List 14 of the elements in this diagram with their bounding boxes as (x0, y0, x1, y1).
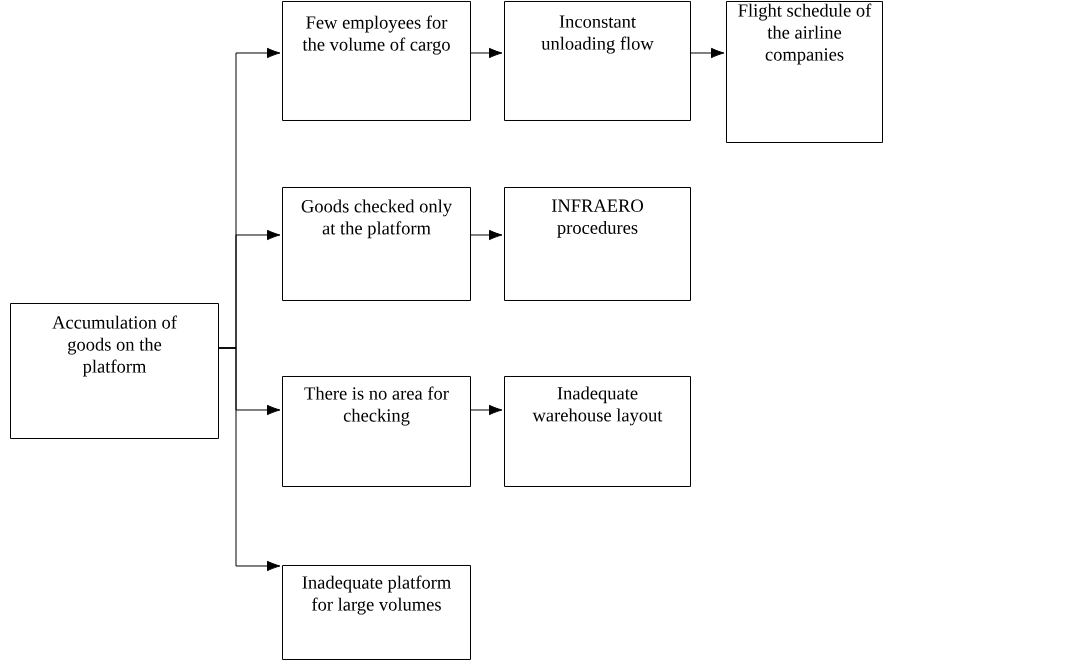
cause-box: Few employees for the volume of cargo (282, 1, 471, 121)
cause-box: There is no area for checking (282, 376, 471, 487)
cause-box: Inadequate warehouse layout (504, 376, 691, 487)
cause-box: Flight schedule of the airline companies (726, 1, 883, 143)
arrow (689, 47, 725, 59)
cause-box: Inadequate platform for large volumes (282, 565, 471, 660)
cause-box: Inconstant unloading flow (504, 1, 691, 121)
cause-box: Accumulation of goods on the platform (10, 303, 219, 439)
cause-box: INFRAERO procedures (504, 187, 691, 301)
arrow (218, 347, 281, 572)
arrow (469, 404, 503, 416)
arrow (469, 47, 503, 59)
cause-box: Goods checked only at the platform (282, 187, 471, 301)
arrow (469, 229, 503, 241)
